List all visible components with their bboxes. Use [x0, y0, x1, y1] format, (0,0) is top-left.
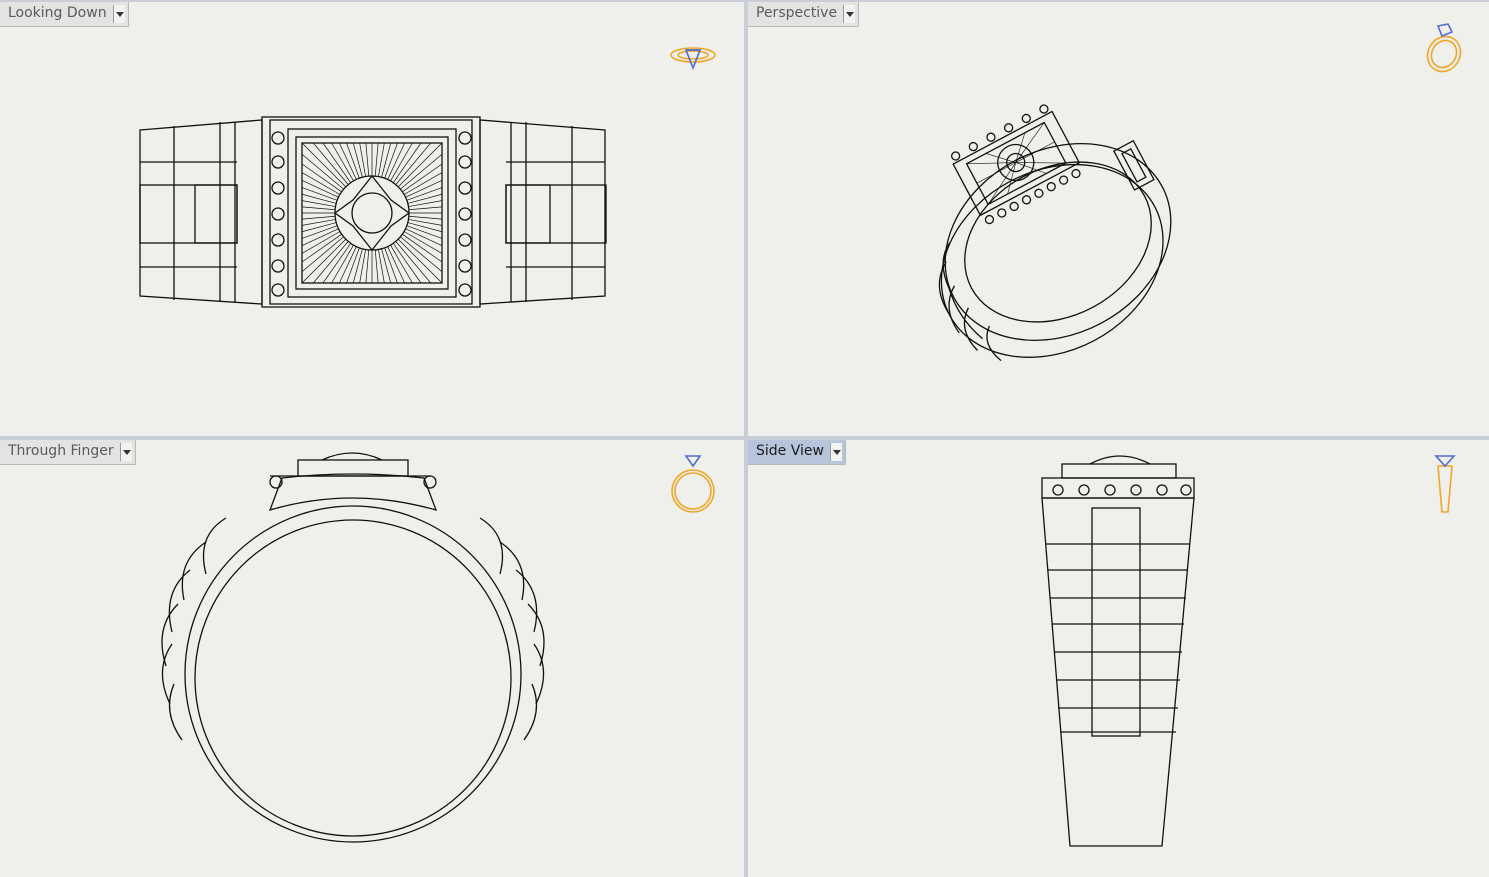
- viewport-title: Looking Down: [8, 5, 107, 21]
- viewport-tab-side-view[interactable]: Side View: [748, 440, 846, 465]
- chevron-down-icon[interactable]: [112, 5, 125, 23]
- chevron-down-icon[interactable]: [843, 5, 856, 23]
- ring-view-cube-icon[interactable]: [1422, 20, 1468, 78]
- viewport-title: Side View: [756, 443, 824, 459]
- viewport-tab-looking-down[interactable]: Looking Down: [0, 2, 129, 27]
- ring-view-cube-icon[interactable]: [668, 452, 718, 516]
- viewport-side-view[interactable]: Side View: [748, 440, 1489, 877]
- viewport-title: Through Finger: [8, 443, 114, 459]
- viewport-looking-down[interactable]: Looking Down: [0, 2, 744, 436]
- viewport-through-finger[interactable]: Through Finger: [0, 440, 744, 877]
- chevron-down-icon[interactable]: [829, 443, 842, 461]
- viewport-tab-perspective[interactable]: Perspective: [748, 2, 860, 27]
- ring-top-view-drawing: [139, 116, 607, 308]
- viewport-tab-through-finger[interactable]: Through Finger: [0, 440, 136, 465]
- ring-front-view-drawing: [161, 452, 545, 843]
- viewport-perspective[interactable]: Perspective: [748, 2, 1489, 436]
- chevron-down-icon[interactable]: [119, 443, 132, 461]
- ring-view-cube-icon[interactable]: [1430, 452, 1460, 518]
- viewport-title: Perspective: [756, 5, 838, 21]
- ring-side-view-drawing: [1041, 455, 1195, 847]
- ring-perspective-drawing: [938, 104, 1172, 362]
- ring-view-cube-icon[interactable]: [668, 40, 718, 70]
